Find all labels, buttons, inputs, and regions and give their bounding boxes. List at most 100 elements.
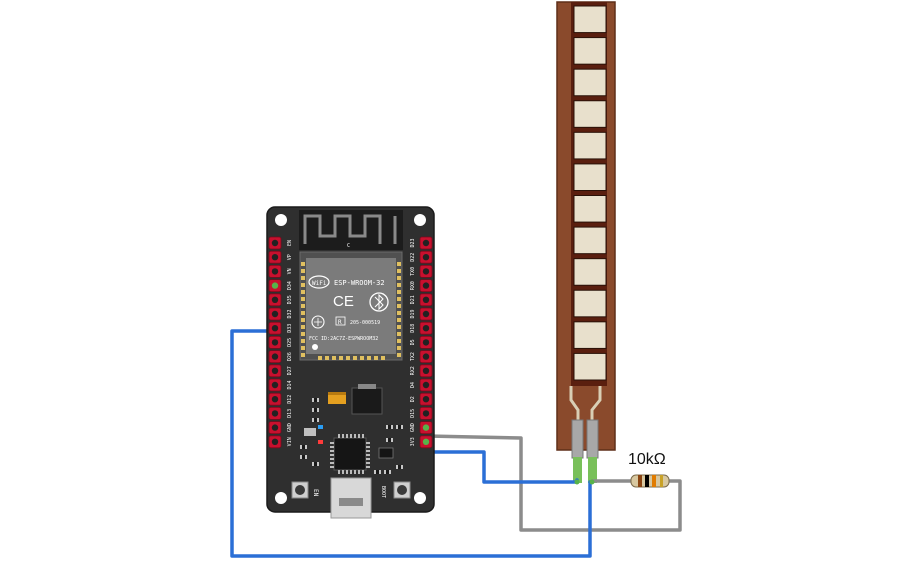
chip-pin: [366, 450, 370, 452]
flex-sensor-segment: [573, 195, 607, 223]
flex-sensor[interactable]: [556, 1, 616, 483]
flex-sensor-segments: [573, 5, 607, 381]
chip-pin: [346, 434, 348, 438]
chip-pin: [350, 470, 352, 474]
header-pin-hole: [271, 367, 279, 374]
certification-icon: [311, 315, 325, 329]
header-pin-label: D27: [287, 366, 293, 375]
chip-pin: [330, 462, 334, 464]
chip-pin: [362, 470, 364, 474]
wire-joint-signal: [589, 479, 595, 485]
flex-sensor-lead-left[interactable]: [571, 419, 584, 459]
header-pin-hole: [271, 268, 279, 275]
smd-resistor-body: [314, 398, 317, 402]
wifi-logo-icon: WiFi: [308, 275, 330, 289]
chip-pin: [358, 434, 360, 438]
regulator-tab: [358, 384, 376, 389]
header-pin-hole: [422, 325, 430, 332]
module-pad: [301, 262, 305, 266]
module-pad: [397, 318, 401, 322]
ground-wire[interactable]: [425, 434, 682, 532]
bluetooth-icon: [369, 292, 389, 312]
header-pin-label: RX2: [410, 366, 416, 375]
chip-pin: [366, 446, 370, 448]
header-pin-label: GND: [410, 423, 416, 432]
header-pin-hole: [271, 438, 279, 445]
header-pin-label: D23: [410, 238, 416, 247]
resistor[interactable]: 10kΩ: [628, 451, 670, 488]
module-pad: [397, 283, 401, 287]
r-mark: R: [338, 319, 342, 326]
header-pin-hole: [422, 268, 430, 275]
mounting-hole-bl: [275, 492, 287, 504]
en-button-label: EN: [312, 489, 319, 497]
smd-resistor-body: [302, 445, 305, 449]
header-pin-hole: [271, 296, 279, 303]
header-pin-label: 3V3: [410, 437, 416, 446]
smd-resistor-body: [314, 408, 317, 412]
resistor-band-4: [660, 475, 663, 487]
mounting-hole-tr: [414, 214, 426, 226]
module-pad: [301, 353, 305, 357]
chip-pin: [342, 470, 344, 474]
header-pin-hole: [422, 296, 430, 303]
power-wire-3v3[interactable]: [425, 450, 579, 484]
boot-button[interactable]: BOOT: [380, 481, 411, 499]
header-pin-label: D12: [287, 395, 293, 404]
header-pin-label: TX2: [410, 352, 416, 361]
chip-pin: [366, 442, 370, 444]
signal-wire-d34[interactable]: [230, 329, 592, 558]
chip-pin: [354, 434, 356, 438]
header-pin-hole: [271, 239, 279, 247]
header-pin-label: D35: [287, 295, 293, 304]
flex-sensor-lead-tip-left: [573, 457, 582, 483]
esp32-board[interactable]: C ESP-WROOM-32 WiFi CE R 205-000519 FCC …: [266, 206, 435, 519]
flex-sensor-lead-tip-right: [588, 457, 597, 483]
crystal: [304, 428, 316, 436]
module-pad: [301, 269, 305, 273]
header-pin-hole: [271, 381, 279, 389]
flex-sensor-segment: [573, 258, 607, 286]
header-pin-hole: [422, 410, 430, 417]
module-pad: [397, 290, 401, 294]
header-pin-hole: [271, 410, 279, 417]
module-pad: [339, 356, 343, 360]
chip-pin: [330, 466, 334, 468]
module-pads: [301, 262, 401, 360]
header-pin-hole: [271, 424, 279, 431]
antenna-trace: [303, 214, 397, 244]
module-pad: [397, 339, 401, 343]
module-pad: [397, 262, 401, 266]
module-pad: [325, 356, 329, 360]
small-ic: [378, 447, 394, 459]
flex-sensor-segment: [573, 352, 607, 381]
chip-pin: [338, 434, 340, 438]
header-pin-hole: [271, 325, 279, 332]
chip-pin: [366, 458, 370, 460]
chip-pin: [346, 470, 348, 474]
module-pad: [397, 304, 401, 308]
en-button[interactable]: EN: [291, 481, 319, 499]
header-pin-hole: [271, 310, 279, 318]
header-pin-hole: [271, 353, 279, 360]
micro-usb-slot: [339, 498, 363, 506]
smd-resistor-body: [388, 438, 391, 442]
flex-sensor-segment: [573, 100, 607, 128]
smd-resistor-body: [386, 470, 389, 474]
module-pad: [367, 356, 371, 360]
flex-sensor-lead-right[interactable]: [586, 419, 599, 459]
header-pin-label: D18: [410, 324, 416, 333]
module-pad: [353, 356, 357, 360]
header-pin-hole: [271, 254, 279, 261]
flex-sensor-segment: [573, 289, 607, 318]
module-pad: [381, 356, 385, 360]
chip-pin: [330, 450, 334, 452]
smd-resistor-body: [398, 425, 401, 429]
module-pad: [397, 332, 401, 336]
header-pin-label: D4: [410, 382, 416, 388]
module-pad: [301, 346, 305, 350]
module-pad: [301, 325, 305, 329]
chip-pin: [366, 462, 370, 464]
chip-pin: [350, 434, 352, 438]
boot-button-label: BOOT: [380, 486, 386, 498]
